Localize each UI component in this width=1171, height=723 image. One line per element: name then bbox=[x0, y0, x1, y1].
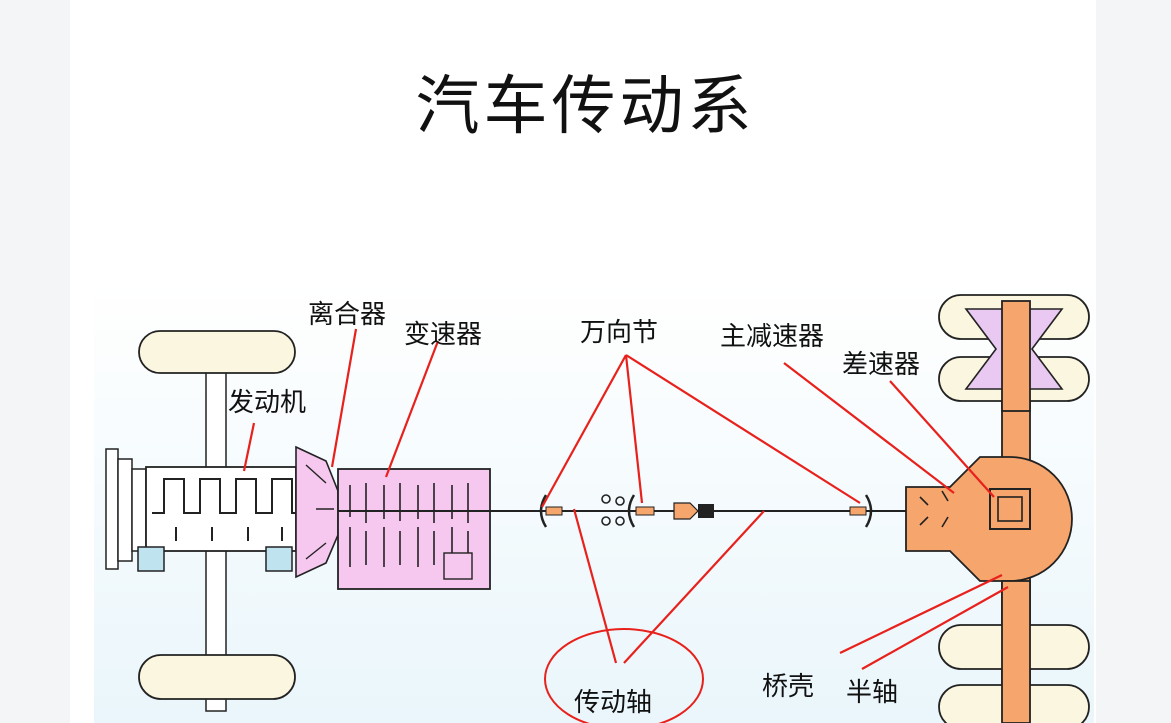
leader-shaft-1 bbox=[572, 508, 618, 664]
gearbox bbox=[337, 468, 491, 590]
right-margin-strip bbox=[1096, 0, 1171, 723]
universal-joint-middle bbox=[601, 494, 714, 528]
engine bbox=[105, 448, 297, 572]
leader-axle-housing bbox=[839, 574, 1003, 654]
leader-ujoint-2 bbox=[624, 354, 644, 504]
leader-ujoint-1 bbox=[541, 354, 627, 508]
universal-joint-front bbox=[539, 494, 563, 528]
left-margin-strip bbox=[0, 0, 70, 723]
leader-shaft-2 bbox=[623, 510, 765, 664]
label-clutch: 离合器 bbox=[308, 300, 386, 330]
label-half-shaft: 半轴 bbox=[846, 678, 898, 708]
label-engine: 发动机 bbox=[228, 388, 306, 418]
front-left-tire bbox=[138, 330, 296, 374]
universal-joint-rear bbox=[849, 494, 873, 528]
front-right-tire bbox=[138, 654, 296, 700]
rear-axle-assembly bbox=[905, 294, 1090, 723]
label-universal-joint: 万向节 bbox=[580, 318, 658, 348]
leader-lines bbox=[242, 328, 1009, 670]
label-differential: 差速器 bbox=[842, 350, 920, 380]
page-title: 汽车传动系 bbox=[415, 70, 756, 144]
drivetrain-diagram: 离合器 变速器 发动机 万向节 主减速器 差速器 传动轴 桥壳 半轴 bbox=[94, 281, 1094, 723]
label-axle-housing: 桥壳 bbox=[762, 672, 814, 702]
leader-final-drive bbox=[783, 362, 955, 494]
differential-case bbox=[989, 488, 1031, 530]
label-gearbox: 变速器 bbox=[404, 320, 482, 350]
leader-ujoint-3 bbox=[625, 354, 861, 504]
label-final-drive: 主减速器 bbox=[720, 322, 824, 352]
drive-shaft-highlight-circle bbox=[544, 628, 704, 723]
leader-differential bbox=[889, 380, 995, 498]
leader-engine bbox=[242, 422, 256, 472]
leader-gearbox bbox=[384, 340, 440, 478]
leader-clutch bbox=[330, 328, 358, 468]
label-drive-shaft: 传动轴 bbox=[574, 688, 652, 718]
leader-half-shaft bbox=[861, 586, 1009, 670]
